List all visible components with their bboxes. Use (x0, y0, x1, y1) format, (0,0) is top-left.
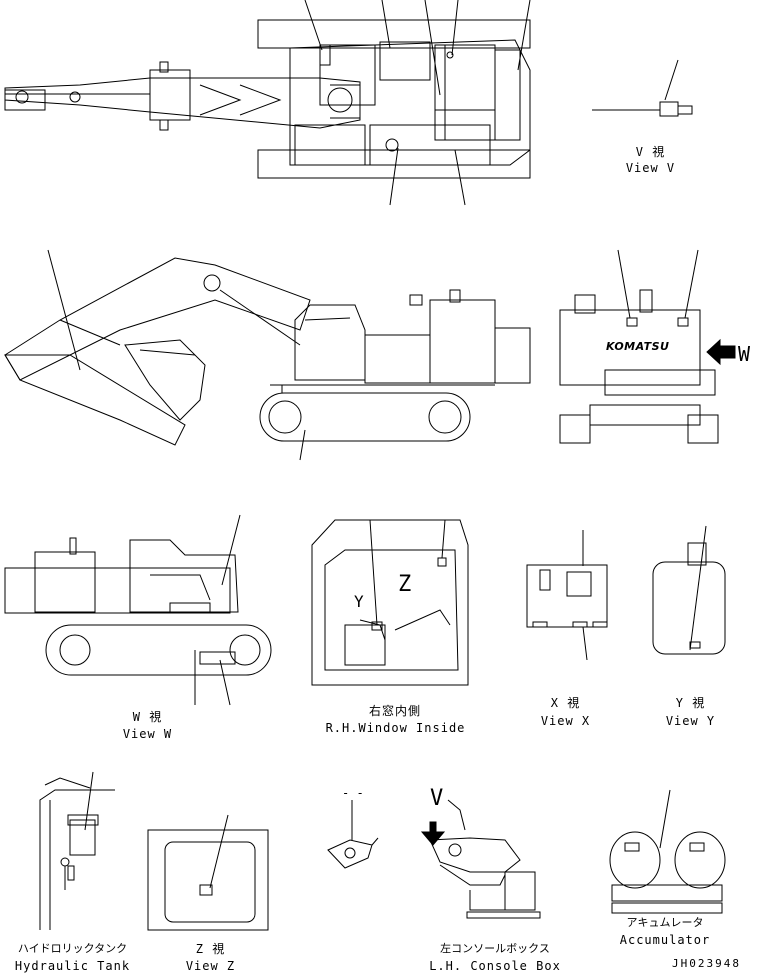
rh-window-label-en: R.H.Window Inside (325, 721, 466, 735)
top-view-excavator (5, 0, 530, 205)
hydraulic-tank-sketch (40, 772, 115, 930)
hydraulic-tank-label-en: Hydraulic Tank (14, 959, 131, 973)
rh-window-label-jp: 右窓内側 (368, 704, 421, 718)
drawing-id: JH023948 (672, 957, 741, 970)
side-view-excavator (5, 250, 530, 460)
console-label-jp: 左コンソールボックス (440, 942, 550, 955)
view-z-label-jp: Z 視 (195, 942, 226, 956)
hydraulic-tank-label-jp: ハイドロリックタンク (17, 942, 128, 955)
view-v-label-jp: V 視 (635, 145, 666, 159)
accumulator-label-en: Accumulator (619, 933, 711, 947)
rh-window-tag-z: Z (398, 572, 412, 597)
accumulator-sketch (610, 790, 725, 913)
view-w-label-en: View W (122, 727, 173, 741)
view-y-label-jp: Y 視 (675, 696, 706, 710)
console-box-sketch (422, 800, 540, 918)
rear-view-excavator (560, 250, 735, 443)
view-x-label-en: View X (540, 714, 591, 728)
view-y-label-en: View Y (665, 714, 716, 728)
rh-window-tag-y: Y (354, 592, 364, 611)
console-tag-v: V (430, 786, 444, 811)
view-v-sketch (592, 60, 692, 116)
arrow-w-tag: W (738, 342, 751, 366)
view-x-sketch (527, 530, 607, 660)
view-x-label-jp: X 視 (550, 696, 581, 710)
view-v-label-en: View V (625, 161, 676, 175)
rh-window-sketch (312, 520, 468, 685)
console-label-en: L.H. Console Box (429, 959, 561, 973)
view-z-label-en: View Z (185, 959, 236, 973)
brand-text: KOMATSU (606, 340, 670, 353)
accumulator-label-jp: アキュムレータ (626, 916, 704, 929)
view-w-label-jp: W 視 (132, 710, 163, 724)
bracket-sketch (328, 800, 378, 868)
view-z-sketch (148, 815, 268, 930)
bracket-dash-mark: - - (342, 786, 364, 800)
view-y-sketch (653, 526, 725, 654)
view-w-sketch (5, 515, 271, 705)
